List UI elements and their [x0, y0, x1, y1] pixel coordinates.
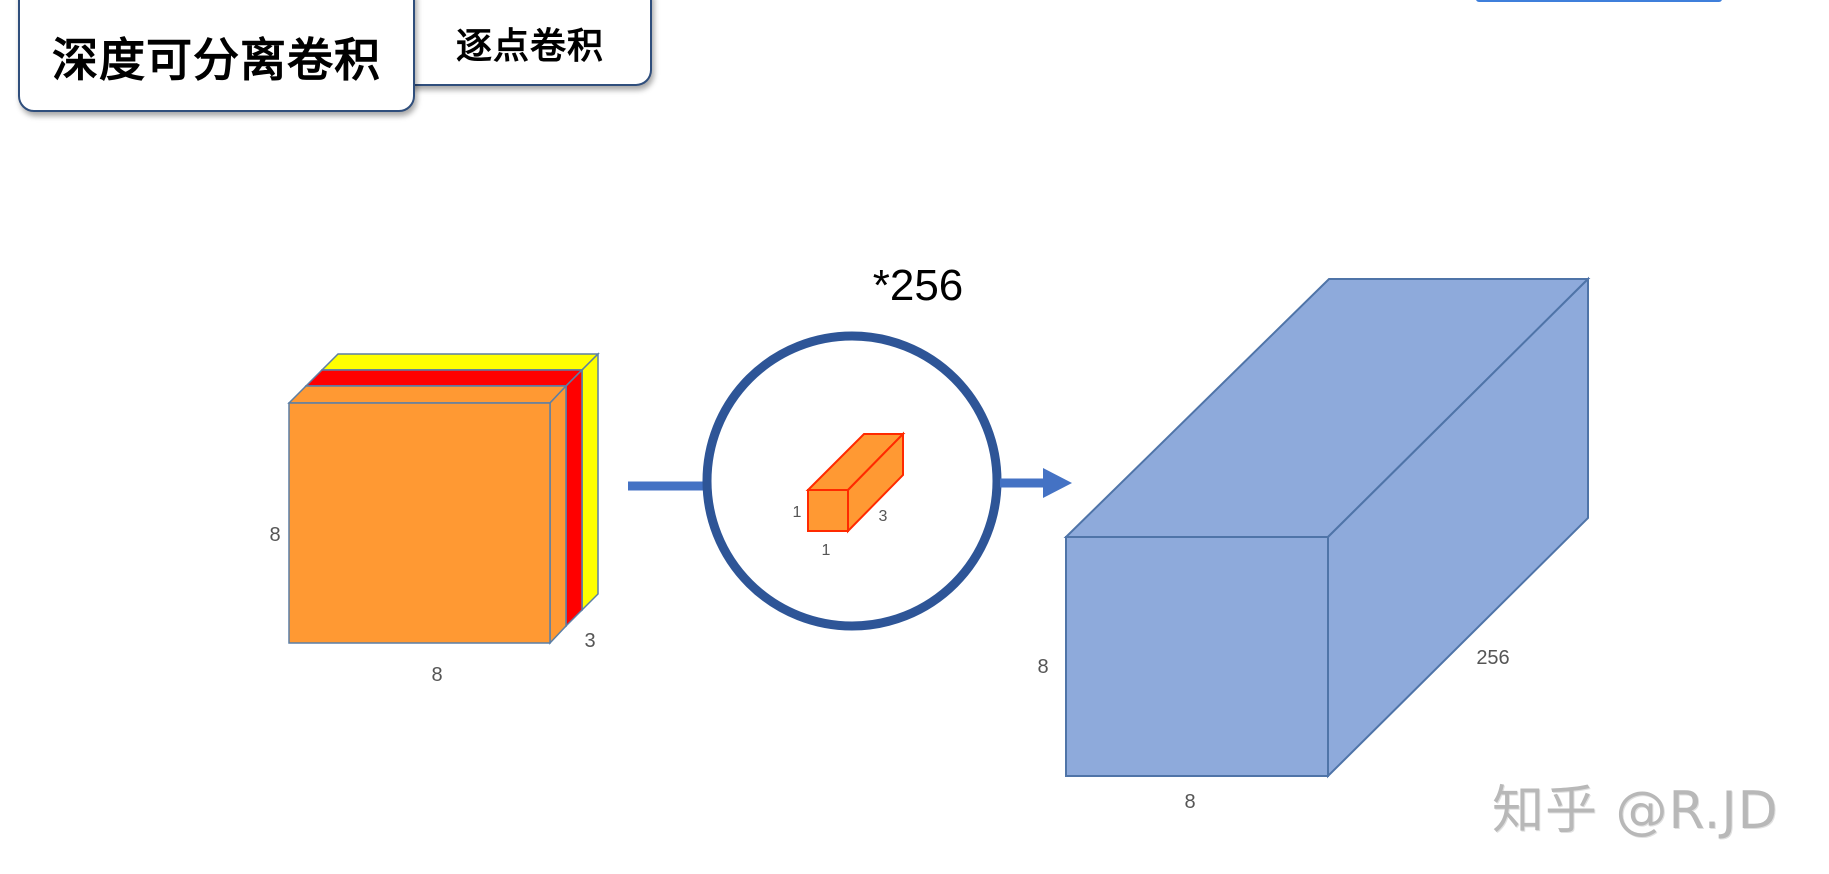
- kernel-cuboid: [805, 431, 906, 534]
- input-width-label: 8: [431, 664, 442, 686]
- title-main-box: 深度可分离卷积: [18, 0, 415, 112]
- input-tensor: 8 8 3: [269, 352, 600, 686]
- input-depth-label: 3: [584, 630, 595, 652]
- kernel-depth-label: 3: [879, 508, 888, 525]
- output-width-label: 8: [1184, 791, 1195, 813]
- output-height-label: 8: [1037, 656, 1048, 678]
- output-arrow: [1000, 468, 1072, 498]
- kernel-width-label: 1: [822, 542, 831, 559]
- kernel-height-label: 1: [793, 504, 802, 521]
- input-channel-orange: [287, 384, 568, 645]
- output-tensor: 8 8 256: [1037, 276, 1591, 813]
- title-main: 深度可分离卷积: [52, 33, 381, 87]
- input-height-label: 8: [269, 524, 280, 546]
- title-sub-box: 逐点卷积: [410, 0, 652, 86]
- title-sub: 逐点卷积: [455, 26, 604, 67]
- kernel-multiplier-label: *256: [873, 261, 964, 310]
- watermark: 知乎 @R.JD: [1492, 781, 1779, 841]
- top-accent-bar: [1476, 0, 1722, 2]
- output-depth-label: 256: [1476, 647, 1509, 669]
